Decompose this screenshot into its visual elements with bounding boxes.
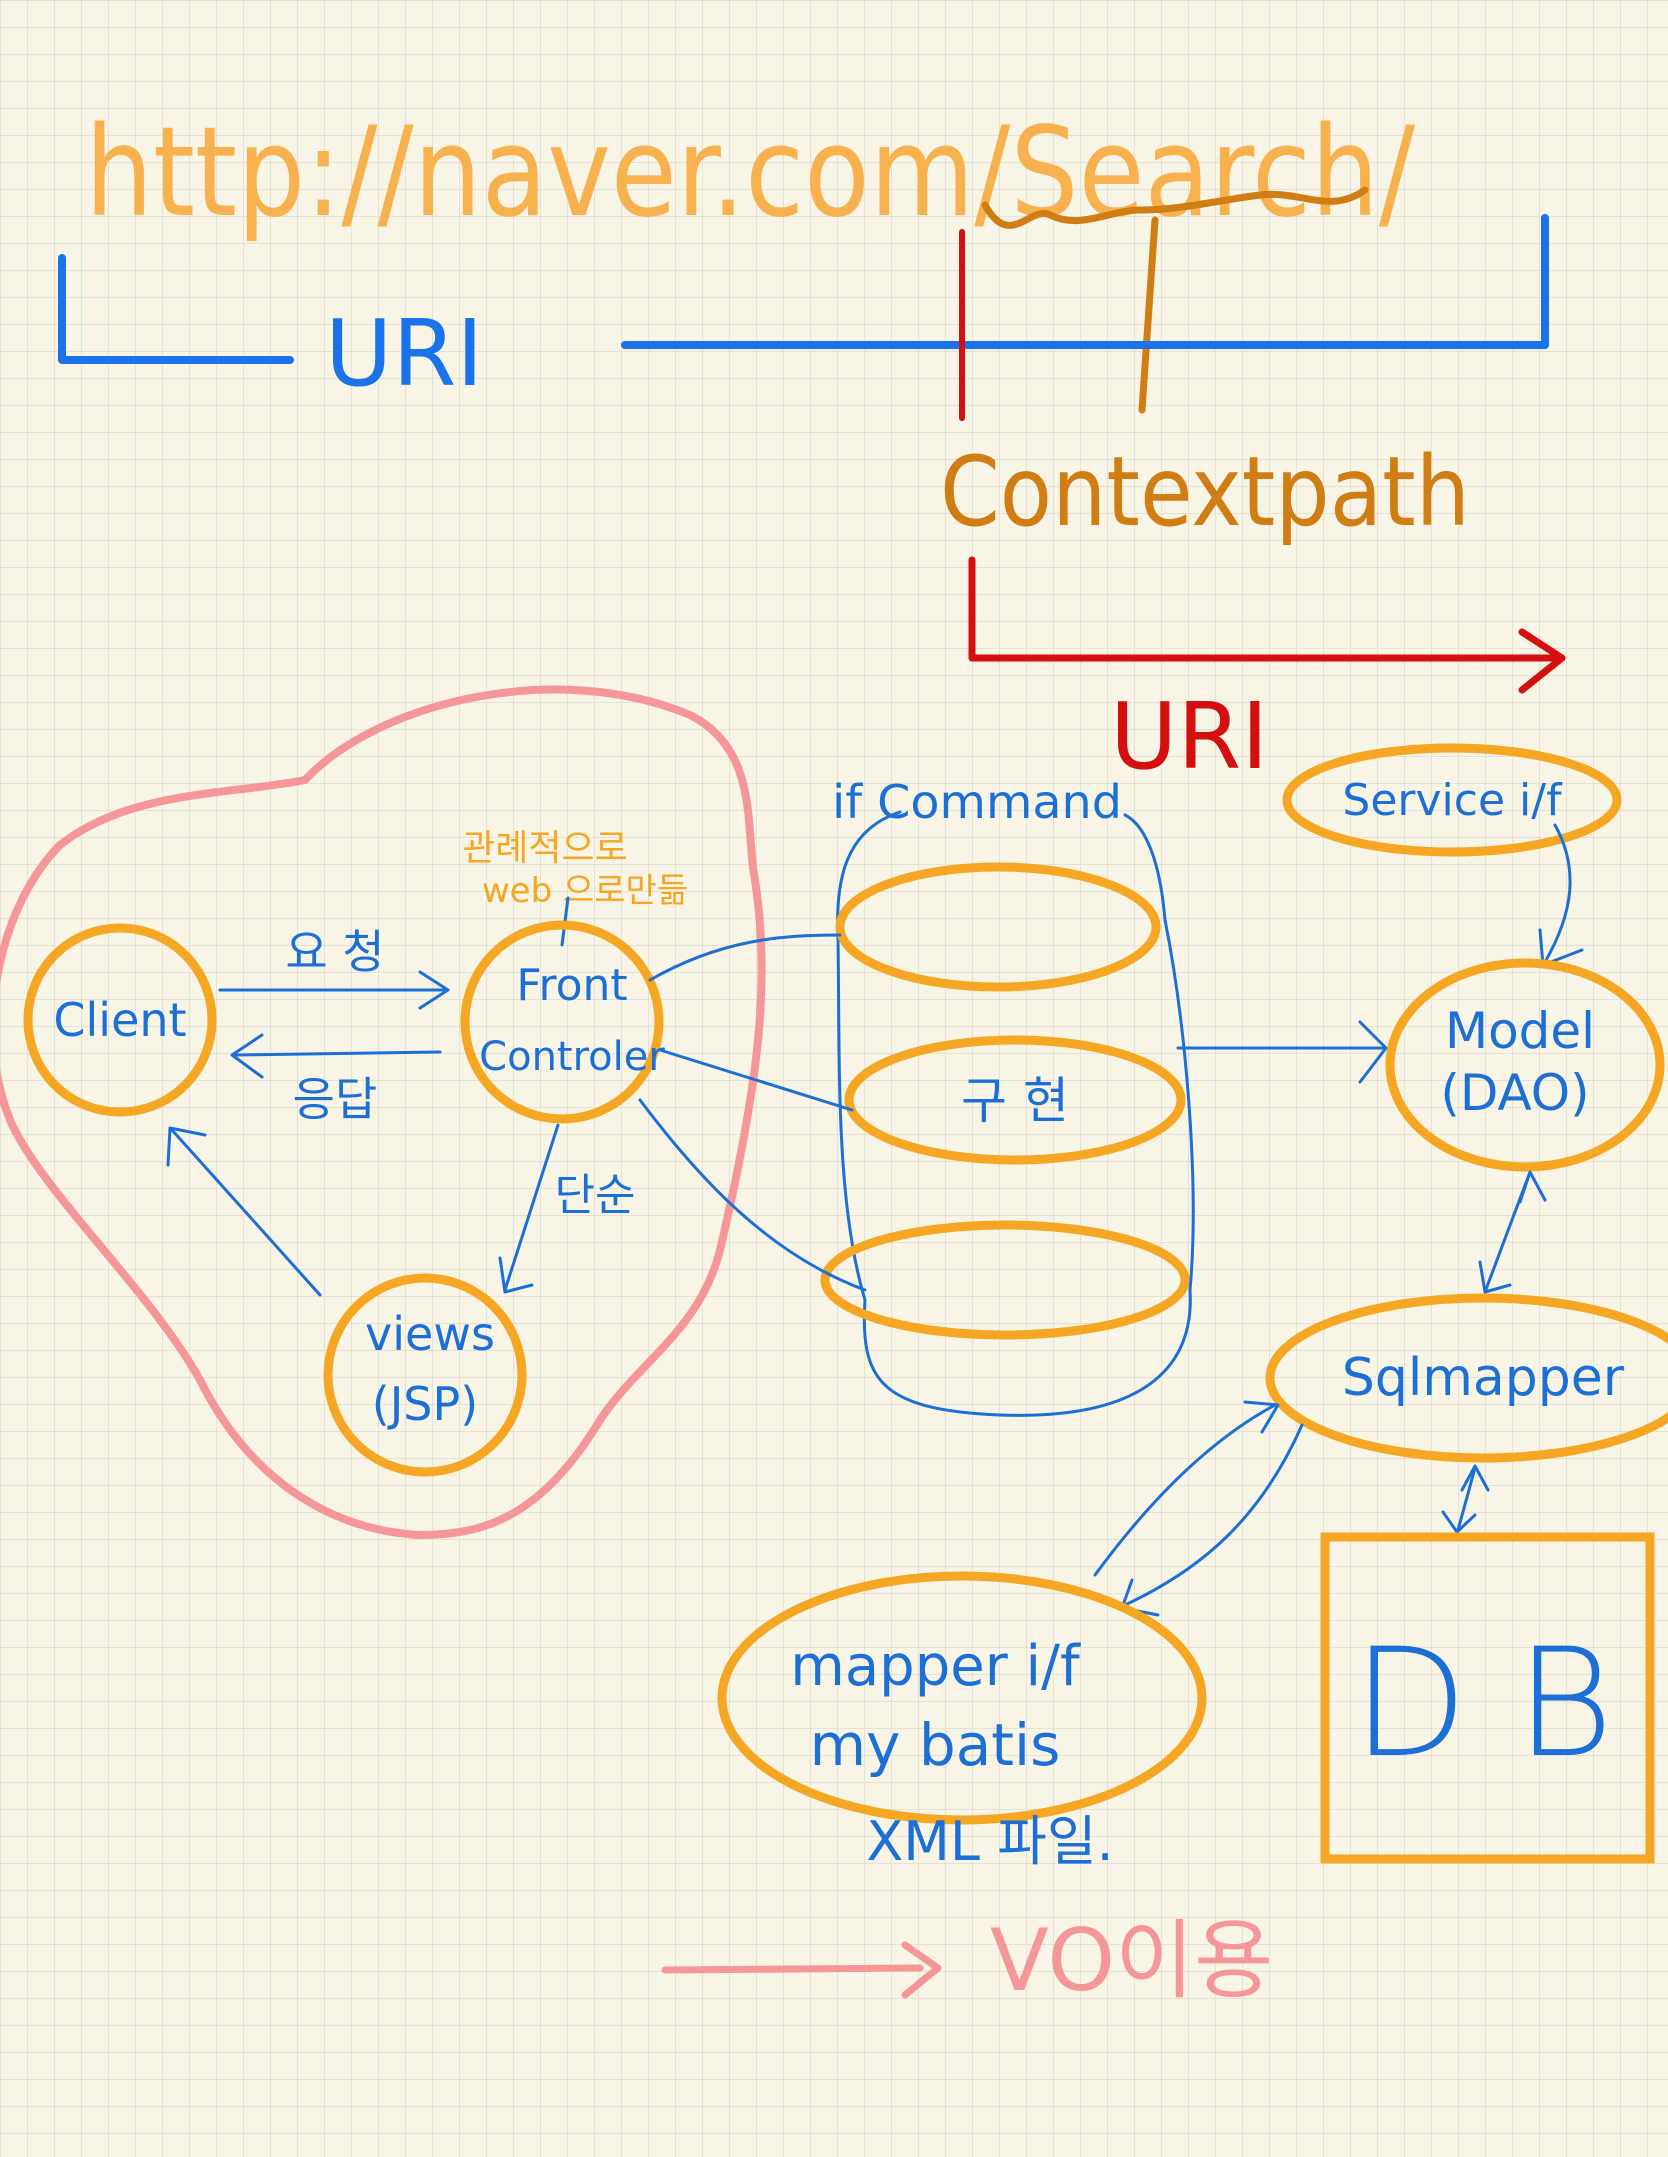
sqlmapper-node [1265,1293,1668,1463]
search-brace [981,186,1369,229]
client-node [23,923,217,1117]
service-node [1282,743,1622,857]
front-controller-note-line1: 관례적으로 [462,828,628,869]
command-label: if Command [832,775,1122,829]
uri-bracket-left [58,254,294,364]
mapper-node [717,1571,1207,1825]
mapper-to-sqlmapper-arrow [1093,1400,1280,1577]
front-controller-label-line2: Controler [479,1034,665,1080]
red-arrow-line [968,556,1566,662]
uri-bracket-right [621,214,1549,349]
views-to-client-arrow [166,1126,322,1297]
context-path-label: Contextpath [940,436,1470,548]
front-to-views-arrow [498,1123,560,1294]
front-to-command-top [648,933,842,982]
command-ellipse-middle [844,1035,1186,1165]
views-label-line2: (JSP) [372,1377,478,1431]
views-label-line1: views [365,1307,495,1361]
db-node [1320,1532,1655,1864]
response-arrow [230,1033,442,1079]
command-container [836,810,1195,1417]
vo-usage-label: VO이용 [990,1911,1273,2011]
model-node [1385,958,1665,1172]
vo-arrow [661,1941,942,1999]
request-arrow [218,970,450,1010]
views-node [323,1273,527,1477]
command-to-model-arrow [1176,1020,1388,1084]
sqlmapper-db-arrow [1441,1464,1490,1534]
mapper-label-line3: XML 파일. [866,1810,1113,1873]
request-label: 요 청 [285,925,384,979]
model-label-line1: Model [1445,1002,1595,1060]
url-text: http://naver.com/Search/ [85,101,1415,245]
uri-label-red: URI [1110,683,1268,790]
db-label: D B [1352,1617,1613,1791]
front-to-command-middle [658,1048,854,1112]
front-controller-label-line1: Front [516,960,627,1011]
model-sqlmapper-arrow [1478,1170,1547,1294]
command-ellipse-top [835,862,1161,992]
implementation-label: 구 현 [961,1072,1069,1130]
uri-label: URI [325,300,483,407]
sqlmapper-label: Sqlmapper [1342,1348,1625,1408]
simple-label: 단순 [555,1170,636,1221]
mapper-label-line1: mapper i/f [790,1634,1081,1699]
front-to-command-bottom [638,1098,867,1292]
front-controller-node [460,920,664,1124]
response-label: 응답 [293,1072,378,1126]
red-arrow-head [1518,628,1566,694]
brace-stem [1138,216,1159,414]
client-label: Client [53,993,186,1047]
command-ellipse-bottom [820,1220,1190,1340]
model-label-line2: (DAO) [1440,1064,1589,1122]
front-controller-note-line2: web 으로만듦 [482,871,688,911]
mapper-label-line2: my batis [810,1711,1061,1779]
web-layer-blob [0,685,766,1539]
service-label: Service i/f [1342,775,1563,826]
